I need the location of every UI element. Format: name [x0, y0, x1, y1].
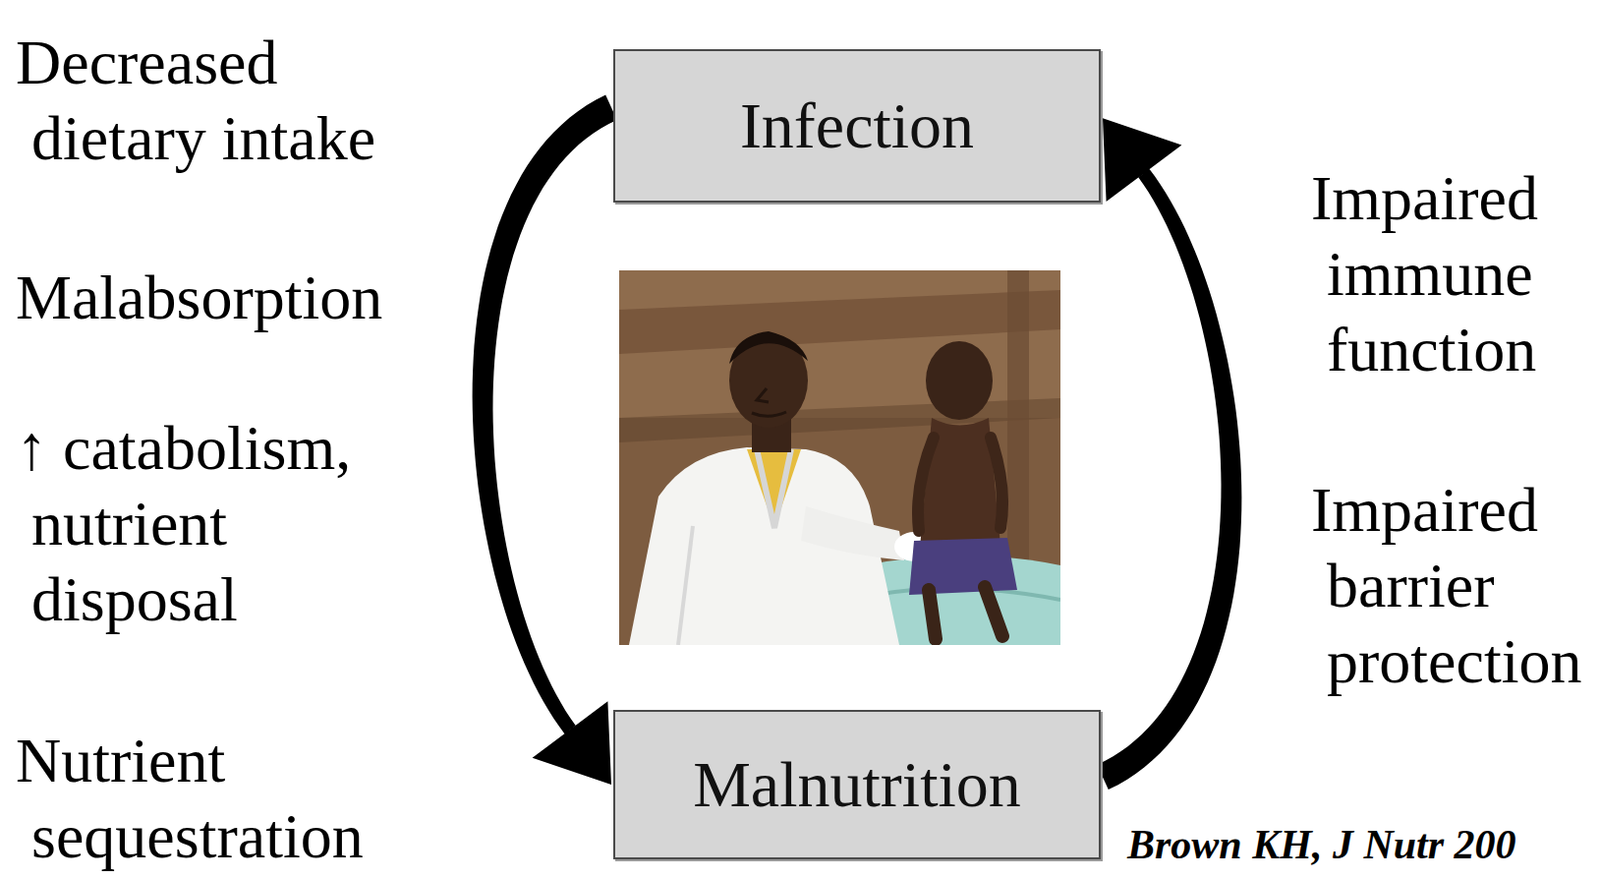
citation-text: Brown KH, J Nutr 200	[1127, 821, 1517, 867]
box-label: Malnutrition	[692, 748, 1022, 821]
mechanism-label: Nutrient sequestration	[15, 722, 409, 874]
cycle-arrow	[1096, 117, 1242, 790]
citation: Brown KH, J Nutr 200	[1127, 819, 1590, 869]
mechanism-text: Decreased dietary intake	[15, 24, 409, 176]
mechanism-text: Impaired immune function	[1311, 160, 1594, 388]
mechanism-text: Nutrient sequestration	[15, 722, 409, 874]
cycle-arrow	[472, 95, 618, 785]
mechanism-label: Impaired barrier protection	[1311, 471, 1594, 699]
mechanism-label: Impaired immune function	[1311, 160, 1594, 388]
mechanism-label: ↑ catabolism, nutrient disposal	[15, 409, 409, 637]
process-box: Infection	[613, 49, 1101, 203]
clinic-photo	[619, 270, 1061, 645]
mechanism-label: Malabsorption	[15, 259, 409, 336]
process-box: Malnutrition	[613, 709, 1101, 859]
mechanism-text: ↑ catabolism, nutrient disposal	[15, 409, 409, 637]
mechanism-text: Malabsorption	[15, 259, 409, 336]
mechanism-label: Decreased dietary intake	[15, 24, 409, 176]
mechanism-text: Impaired barrier protection	[1311, 471, 1594, 699]
box-label: Infection	[740, 90, 974, 163]
